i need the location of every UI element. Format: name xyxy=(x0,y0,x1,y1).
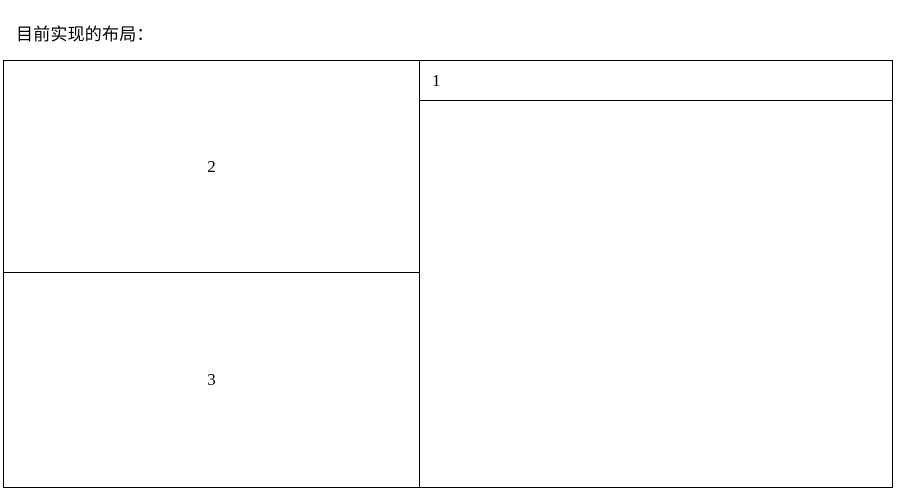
right-column: 1 xyxy=(420,61,892,487)
page-title: 目前实现的布局： xyxy=(16,25,154,44)
pane-2-label: 2 xyxy=(207,156,216,176)
pane-1-label: 1 xyxy=(432,70,441,90)
left-column: 2 3 xyxy=(4,61,420,487)
layout-wireframe-frame: 2 3 1 xyxy=(3,60,893,488)
pane-3[interactable]: 3 xyxy=(4,273,419,487)
pane-1-body[interactable] xyxy=(420,101,892,487)
pane-2[interactable]: 2 xyxy=(4,61,419,273)
pane-1-header[interactable]: 1 xyxy=(420,61,892,101)
pane-3-label: 3 xyxy=(207,370,216,389)
